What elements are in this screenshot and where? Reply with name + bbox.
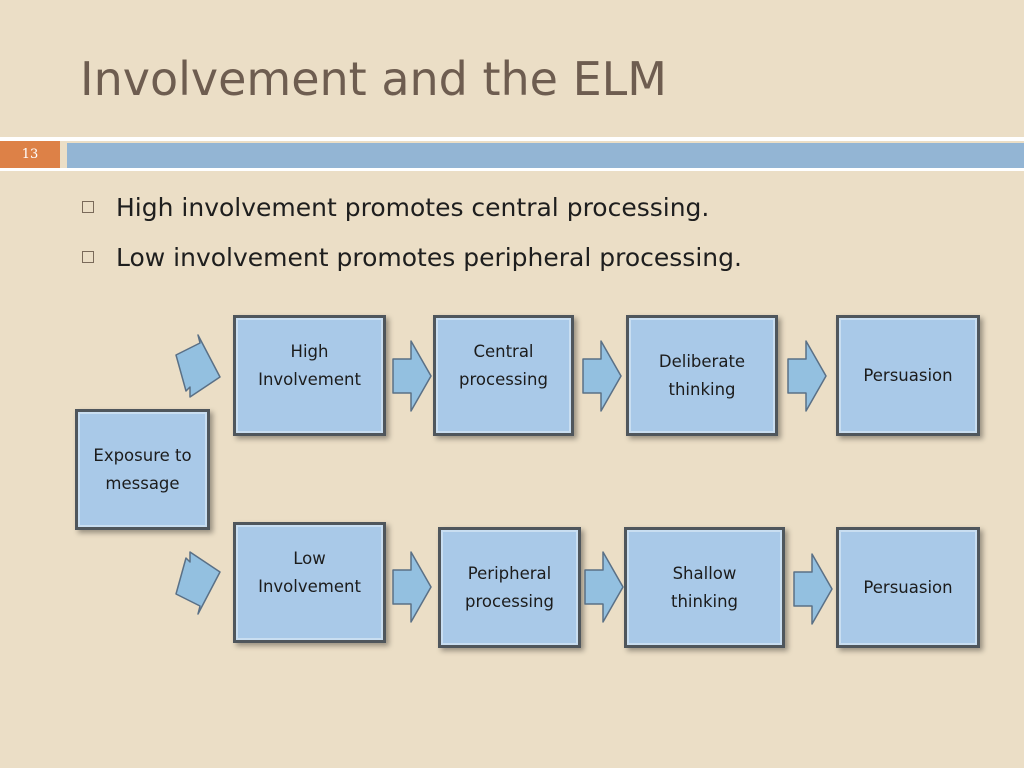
deliberate-thinking-box: Deliberate thinking xyxy=(626,315,778,436)
arrow-right-icon xyxy=(392,340,432,412)
header-divider-bottom xyxy=(0,168,1024,171)
arrow-up-right-icon xyxy=(175,334,221,398)
deliberate-thinking-label: Deliberate thinking xyxy=(658,351,746,399)
high-involvement-label: High Involvement xyxy=(258,342,361,389)
arrow-right-icon xyxy=(392,551,432,623)
slide-number: 13 xyxy=(0,141,60,168)
bullet-text: Low involvement promotes peripheral proc… xyxy=(116,242,742,272)
bullet-list: High involvement promotes central proces… xyxy=(82,189,742,289)
slide-title: Involvement and the ELM xyxy=(80,52,667,106)
arrow-right-icon xyxy=(787,340,827,412)
persuasion-low-box: Persuasion xyxy=(836,527,980,648)
arrow-right-icon xyxy=(582,340,622,412)
arrow-right-icon xyxy=(584,551,624,623)
central-processing-box: Central processing xyxy=(433,315,574,436)
square-bullet-icon xyxy=(82,201,94,213)
peripheral-processing-label: Peripheral processing xyxy=(465,563,554,611)
high-involvement-box: High Involvement xyxy=(233,315,386,436)
low-involvement-box: Low Involvement xyxy=(233,522,386,643)
bullet-item: Low involvement promotes peripheral proc… xyxy=(82,239,742,275)
shallow-thinking-box: Shallow thinking xyxy=(624,527,785,648)
shallow-thinking-label: Shallow thinking xyxy=(670,563,739,611)
bullet-text: High involvement promotes central proces… xyxy=(116,192,710,222)
square-bullet-icon xyxy=(82,251,94,263)
bullet-item: High involvement promotes central proces… xyxy=(82,189,742,225)
header-accent-bar xyxy=(67,143,1024,168)
arrow-down-right-icon xyxy=(175,551,221,615)
arrow-right-icon xyxy=(793,553,833,625)
central-processing-label: Central processing xyxy=(459,342,548,389)
exposure-label: Exposure to message xyxy=(93,445,192,493)
persuasion-low-label: Persuasion xyxy=(863,577,953,597)
persuasion-high-label: Persuasion xyxy=(863,365,953,385)
exposure-box: Exposure to message xyxy=(75,409,210,530)
persuasion-high-box: Persuasion xyxy=(836,315,980,436)
header-divider-top xyxy=(0,137,1024,141)
peripheral-processing-box: Peripheral processing xyxy=(438,527,581,648)
low-involvement-label: Low Involvement xyxy=(258,549,361,596)
